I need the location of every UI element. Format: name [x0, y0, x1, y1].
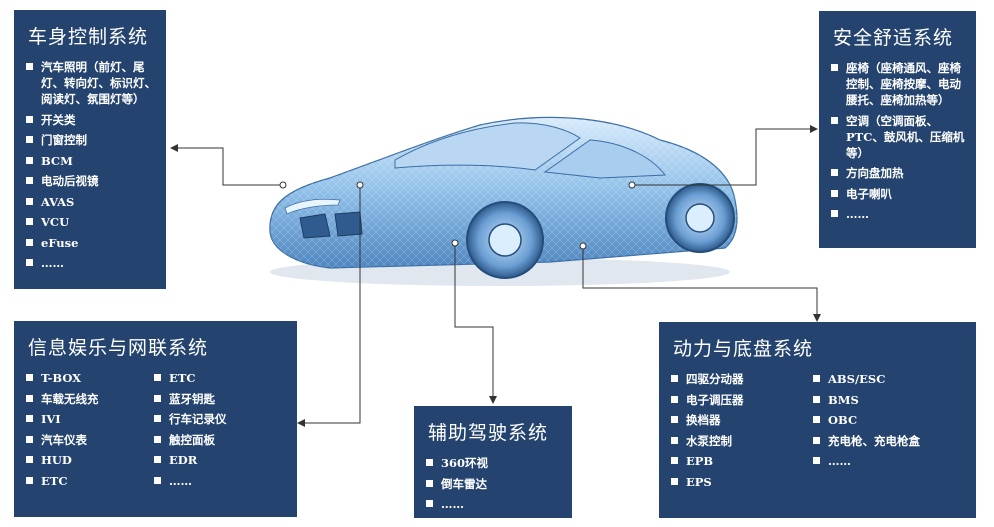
list-item: EPS — [669, 474, 811, 490]
infotainment-list-left: T-BOX 车载无线充 IVI 汽车仪表 HUD ETC — [24, 370, 152, 493]
body-control-panel: 车身控制系统 汽车照明（前灯、尾灯、转向灯、标识灯、阅读灯、氛围灯等） 开关类 … — [14, 10, 166, 289]
connector-lines — [178, 128, 818, 424]
driver-assist-title: 辅助驾驶系统 — [428, 422, 549, 444]
list-item: 电子调压器 — [669, 392, 811, 408]
infotainment-title: 信息娱乐与网联系统 — [28, 337, 209, 359]
list-item: BCM — [24, 153, 156, 169]
list-item: IVI — [24, 411, 152, 427]
list-item: …… — [829, 206, 966, 222]
list-item: 360环视 — [424, 455, 562, 471]
connector-body — [178, 147, 283, 186]
car-grille — [299, 211, 363, 239]
list-item: VCU — [24, 214, 156, 230]
powertrain-list-left: 四驱分动器 电子调压器 换档器 水泵控制 EPB EPS — [669, 371, 811, 494]
list-item: 倒车雷达 — [424, 476, 562, 492]
powertrain-chassis-panel: 动力与底盘系统 四驱分动器 电子调压器 换档器 水泵控制 EPB EPS ABS… — [659, 322, 976, 518]
list-item: 四驱分动器 — [669, 371, 811, 387]
connector-safety — [632, 128, 810, 186]
list-item: 触控面板 — [152, 432, 227, 448]
list-item: 汽车照明（前灯、尾灯、转向灯、标识灯、阅读灯、氛围灯等） — [24, 59, 156, 107]
body-control-list: 汽车照明（前灯、尾灯、转向灯、标识灯、阅读灯、氛围灯等） 开关类 门窗控制 BC… — [24, 59, 156, 271]
powertrain-chassis-title: 动力与底盘系统 — [673, 338, 814, 360]
safety-comfort-title: 安全舒适系统 — [833, 27, 954, 49]
list-item: EDR — [152, 452, 227, 468]
list-item: 座椅（座椅通风、座椅控制、座椅按摩、电动腰托、座椅加热等） — [829, 60, 966, 108]
infotainment-panel: 信息娱乐与网联系统 T-BOX 车载无线充 IVI 汽车仪表 HUD ETC E… — [14, 321, 297, 517]
list-item: 水泵控制 — [669, 433, 811, 449]
list-item: 汽车仪表 — [24, 432, 152, 448]
list-item: 空调（空调面板、PTC、鼓风机、压缩机等） — [829, 113, 966, 161]
list-item: HUD — [24, 452, 152, 468]
list-item: 行车记录仪 — [152, 411, 227, 427]
list-item: 开关类 — [24, 112, 156, 128]
driver-assist-list: 360环视 倒车雷达 …… — [424, 455, 562, 512]
list-item: …… — [811, 453, 920, 469]
list-item: T-BOX — [24, 370, 152, 386]
connector-power — [582, 246, 818, 314]
connector-adas — [454, 243, 494, 396]
infotainment-list-right: ETC 蓝牙钥匙 行车记录仪 触控面板 EDR …… — [152, 370, 227, 493]
list-item: 车载无线充 — [24, 391, 152, 407]
list-item: 充电枪、充电枪盒 — [811, 433, 920, 449]
car-windshield — [394, 122, 581, 171]
list-item: 门窗控制 — [24, 132, 156, 148]
list-item: …… — [424, 496, 562, 512]
connector-info — [305, 185, 361, 424]
safety-comfort-list: 座椅（座椅通风、座椅控制、座椅按摩、电动腰托、座椅加热等） 空调（空调面板、PT… — [829, 60, 966, 222]
list-item: ETC — [152, 370, 227, 386]
list-item: ABS/ESC — [811, 371, 920, 387]
car-side-window — [543, 139, 666, 179]
list-item: 蓝牙钥匙 — [152, 391, 227, 407]
list-item: ETC — [24, 473, 152, 489]
list-item: eFuse — [24, 235, 156, 251]
powertrain-list-right: ABS/ESC BMS OBC 充电枪、充电枪盒 …… — [811, 371, 920, 494]
list-item: EPB — [669, 453, 811, 469]
list-item: …… — [152, 473, 227, 489]
safety-comfort-panel: 安全舒适系统 座椅（座椅通风、座椅控制、座椅按摩、电动腰托、座椅加热等） 空调（… — [819, 11, 976, 248]
list-item: 电动后视镜 — [24, 173, 156, 189]
list-item: OBC — [811, 412, 920, 428]
list-item: 换档器 — [669, 412, 811, 428]
body-control-title: 车身控制系统 — [28, 26, 149, 48]
list-item: …… — [24, 255, 156, 271]
list-item: AVAS — [24, 194, 156, 210]
list-item: 方向盘加热 — [829, 165, 966, 181]
list-item: 电子喇叭 — [829, 186, 966, 202]
driver-assist-panel: 辅助驾驶系统 360环视 倒车雷达 …… — [414, 406, 572, 518]
list-item: BMS — [811, 392, 920, 408]
